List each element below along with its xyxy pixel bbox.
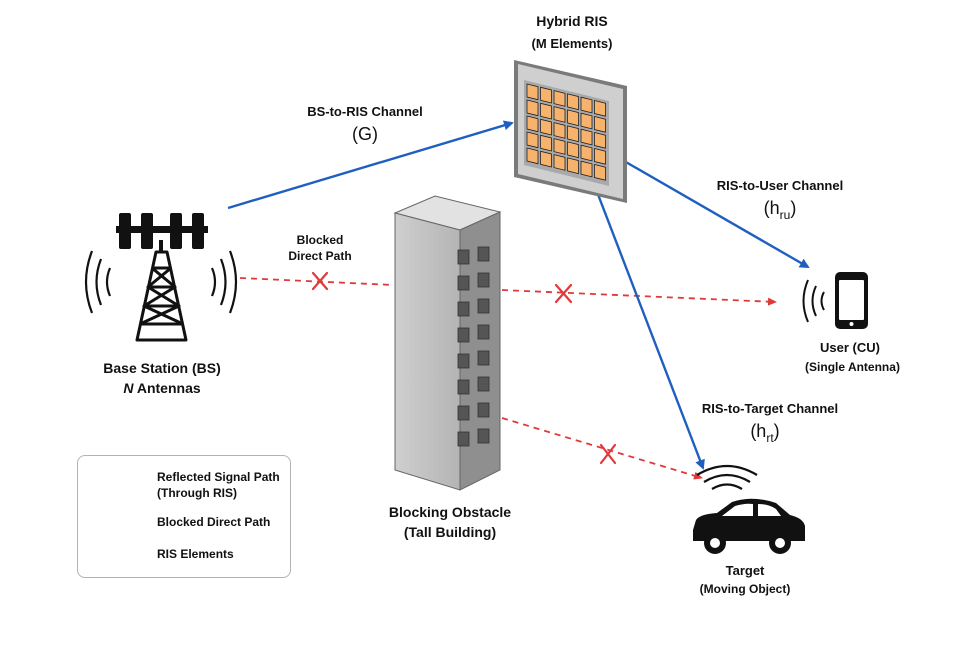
legend-reflected-label: Reflected Signal Path (Through RIS)	[157, 469, 280, 501]
ris-element	[580, 112, 593, 130]
legend-blocked-label: Blocked Direct Path	[157, 515, 271, 529]
blocked-path-label-line1: Blocked	[296, 233, 344, 247]
car-icon	[693, 465, 805, 554]
building-window	[457, 431, 470, 447]
blocked-x-marks	[311, 271, 617, 465]
ris-to-user-channel-symbol: (hru)	[735, 198, 825, 222]
ris-element	[553, 90, 566, 107]
ris-element	[540, 86, 552, 104]
ris-element	[526, 115, 539, 133]
ris-element	[540, 102, 552, 120]
building-window	[457, 327, 470, 343]
user-sublabel: (Single Antenna)	[805, 360, 900, 374]
building-window	[457, 379, 470, 395]
building-windows	[457, 246, 490, 447]
tower-icon	[84, 213, 238, 342]
blocked-path-to-user	[501, 289, 777, 306]
reflected-paths	[227, 120, 810, 470]
ris-element	[526, 131, 539, 149]
blocked-x-icon	[554, 283, 573, 304]
ris-element	[580, 144, 593, 162]
ris-element	[580, 96, 593, 114]
symbol-open: (h	[763, 198, 780, 218]
building-icon	[393, 195, 502, 491]
ris-element	[540, 134, 552, 152]
ris-element	[526, 147, 539, 165]
legend-ris-elements-label: RIS Elements	[157, 547, 234, 561]
bs-to-ris-channel-symbol: (G)	[352, 124, 378, 144]
blocked-path-label-line2: Direct Path	[288, 249, 352, 263]
ris-to-target-channel-symbol: (hrt)	[720, 421, 810, 445]
ris-element	[594, 163, 606, 181]
ris-element	[594, 99, 606, 117]
legend-reflected-line2: (Through RIS)	[157, 486, 237, 500]
ris-to-target-channel-label: RIS-to-Target Channel	[701, 401, 839, 416]
ris-element	[553, 122, 566, 139]
ris-element	[553, 154, 566, 171]
phone-icon	[802, 272, 868, 329]
ris-element	[594, 131, 606, 149]
ris-to-user-path	[604, 148, 810, 269]
building-window	[457, 405, 470, 421]
ris-element	[567, 141, 579, 159]
symbol-close: )	[773, 421, 780, 441]
target-label: Target	[725, 563, 765, 578]
building-window	[477, 324, 490, 340]
symbol-close: )	[790, 198, 797, 218]
building-window	[457, 353, 470, 369]
building-window	[477, 376, 490, 392]
legend-reflected-line1: Reflected Signal Path	[157, 470, 280, 484]
ris-to-user-channel-label: RIS-to-User Channel	[716, 178, 844, 193]
legend	[77, 455, 291, 578]
ris-element	[580, 128, 593, 146]
ris-element	[567, 125, 579, 143]
obstacle-label-line1: Blocking Obstacle	[388, 504, 512, 520]
ris-element	[526, 83, 539, 101]
building-window	[457, 249, 470, 265]
obstacle-label-line2: (Tall Building)	[403, 524, 497, 540]
ris-subtitle: (M Elements)	[531, 36, 613, 51]
antennas-variable: N	[123, 380, 134, 396]
user-label: User (CU)	[820, 340, 880, 355]
ris-element	[567, 157, 579, 175]
ris-element	[594, 115, 606, 133]
ris-to-target-path	[592, 183, 705, 470]
bs-label: Base Station (BS)	[103, 360, 221, 376]
ris-element	[540, 150, 552, 168]
building-window	[477, 272, 490, 288]
ris-element	[526, 99, 539, 117]
ris-title: Hybrid RIS	[536, 13, 608, 29]
building-window	[477, 246, 490, 262]
ris-element	[567, 109, 579, 127]
blocked-x-icon	[311, 271, 329, 291]
symbol-subscript: rt	[766, 431, 774, 445]
ris-element	[553, 106, 566, 123]
bs-to-ris-channel-label: BS-to-RIS Channel	[307, 104, 423, 119]
building-window	[477, 350, 490, 366]
building-window	[477, 428, 490, 444]
antennas-text: Antennas	[133, 380, 201, 396]
ris-element	[540, 118, 552, 136]
building-window	[477, 298, 490, 314]
ris-element	[553, 138, 566, 155]
ris-element	[594, 147, 606, 165]
building-window	[457, 301, 470, 317]
symbol-open: (h	[750, 421, 767, 441]
symbol-subscript: ru	[779, 208, 791, 222]
blocked-path-bs-building	[239, 277, 394, 286]
ris-elements	[526, 83, 606, 181]
bs-to-ris-path	[227, 120, 514, 210]
target-sublabel: (Moving Object)	[699, 582, 791, 596]
ris-element	[580, 160, 593, 178]
blocked-x-icon	[599, 443, 617, 465]
ris-element	[567, 93, 579, 111]
building-window	[477, 402, 490, 418]
building-window	[457, 275, 470, 291]
bs-antennas-label: N Antennas	[87, 380, 237, 396]
